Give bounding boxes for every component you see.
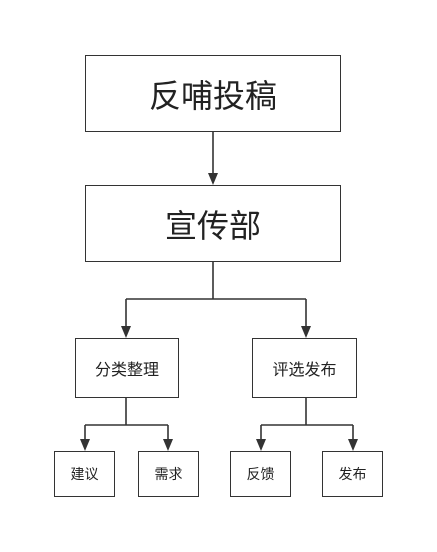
arrowhead-rr [348, 439, 358, 451]
node-department: 宣传部 [85, 185, 341, 262]
node-branch-right-label: 评选发布 [272, 360, 337, 379]
node-root: 反哺投稿 [85, 55, 341, 132]
node-right-child-2-label: 发布 [338, 467, 367, 483]
node-branch-left: 分类整理 [75, 338, 179, 398]
arrowhead-rl [256, 439, 266, 451]
arrowhead-branch-left [121, 326, 131, 338]
node-left-child-2-label: 需求 [154, 467, 183, 483]
arrowhead-dept [208, 173, 218, 185]
node-right-child-1-label: 反馈 [246, 467, 275, 483]
node-department-label: 宣传部 [164, 206, 261, 245]
node-right-child-1: 反馈 [230, 451, 291, 497]
node-left-child-2: 需求 [138, 451, 199, 497]
arrowhead-lr [163, 439, 173, 451]
node-branch-right: 评选发布 [252, 338, 357, 398]
node-left-child-1-label: 建议 [70, 467, 99, 483]
node-branch-left-label: 分类整理 [94, 360, 159, 379]
arrowhead-ll [80, 439, 90, 451]
node-left-child-1: 建议 [54, 451, 115, 497]
node-right-child-2: 发布 [322, 451, 383, 497]
arrowhead-branch-right [301, 326, 311, 338]
node-root-label: 反哺投稿 [148, 76, 277, 115]
